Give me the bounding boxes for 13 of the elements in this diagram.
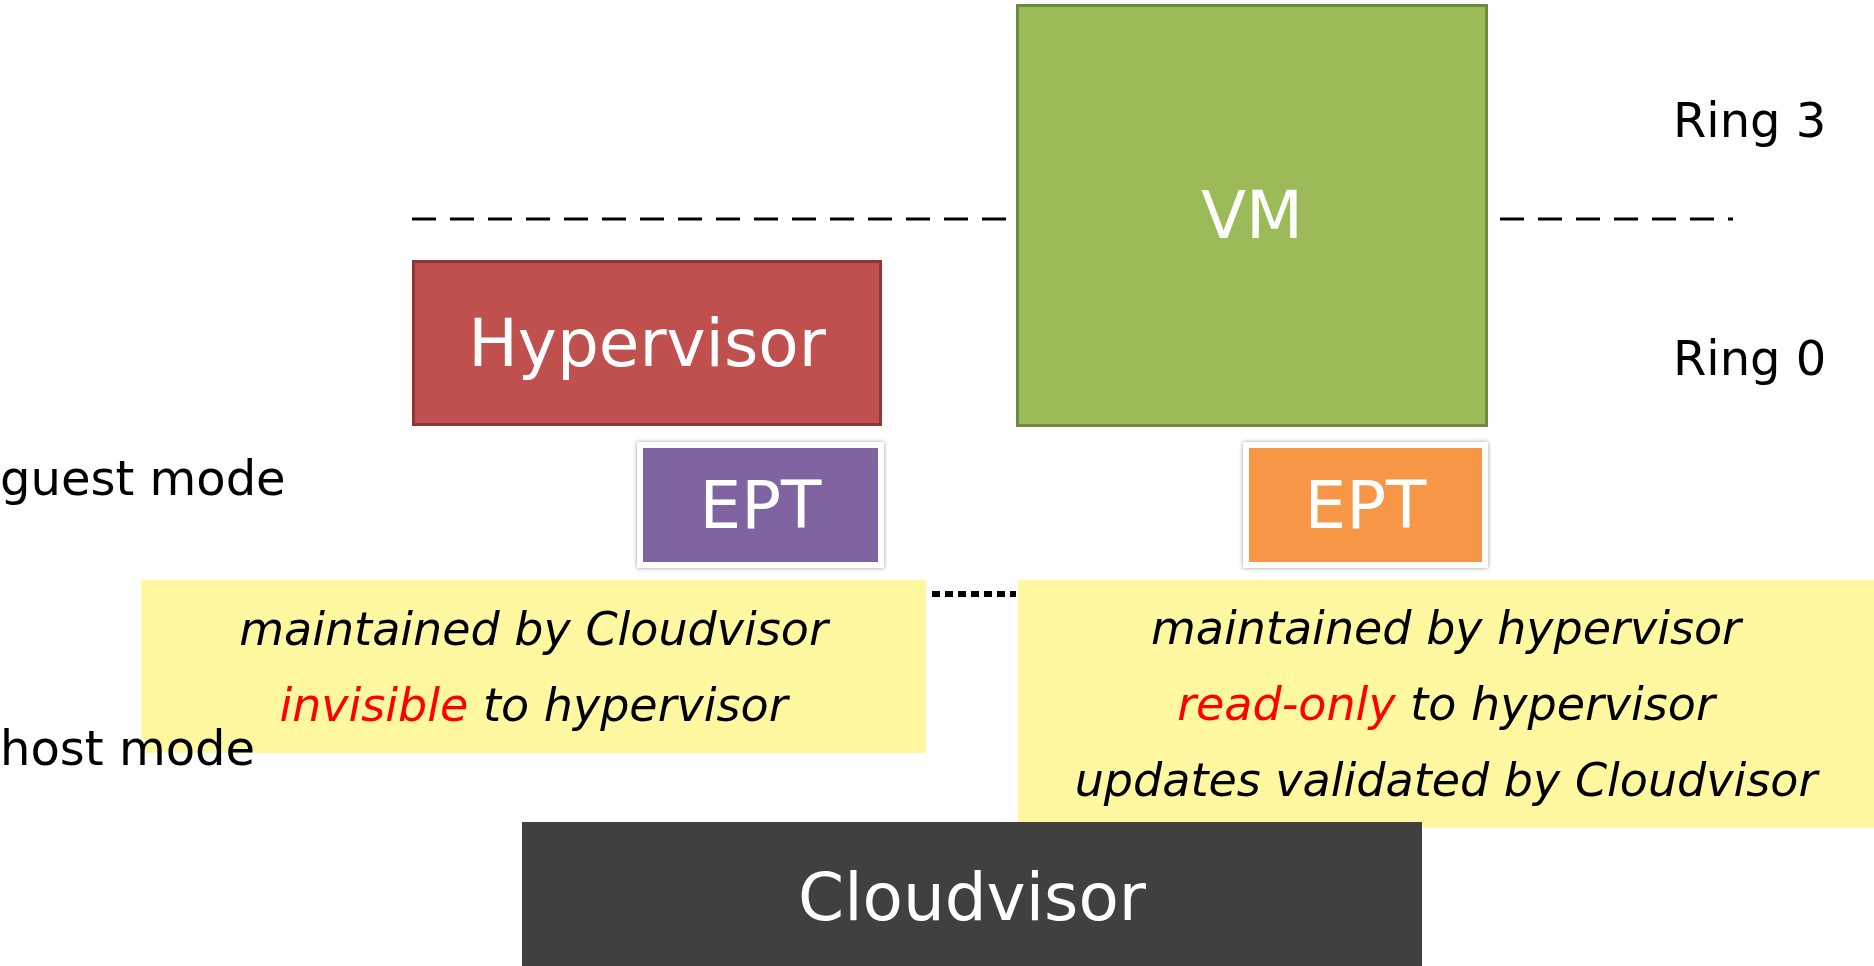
vm-box: VM	[1016, 4, 1488, 427]
note-text: read-only to hypervisor	[1177, 676, 1715, 733]
note-text: maintained by hypervisor	[1150, 600, 1742, 657]
mode-label: host mode	[0, 720, 255, 776]
note-box	[1018, 580, 1874, 828]
mode-label: guest mode	[0, 450, 286, 506]
ring-label: Ring 3	[1673, 92, 1827, 148]
cloudvisor-box: Cloudvisor	[522, 822, 1422, 966]
ring-label: Ring 0	[1673, 330, 1827, 386]
note-text: updates validated by Cloudvisor	[1074, 752, 1818, 809]
note-text: invisible to hypervisor	[279, 676, 788, 734]
hypervisor-box: Hypervisor	[412, 260, 882, 426]
note-text: maintained by Cloudvisor	[239, 600, 828, 658]
